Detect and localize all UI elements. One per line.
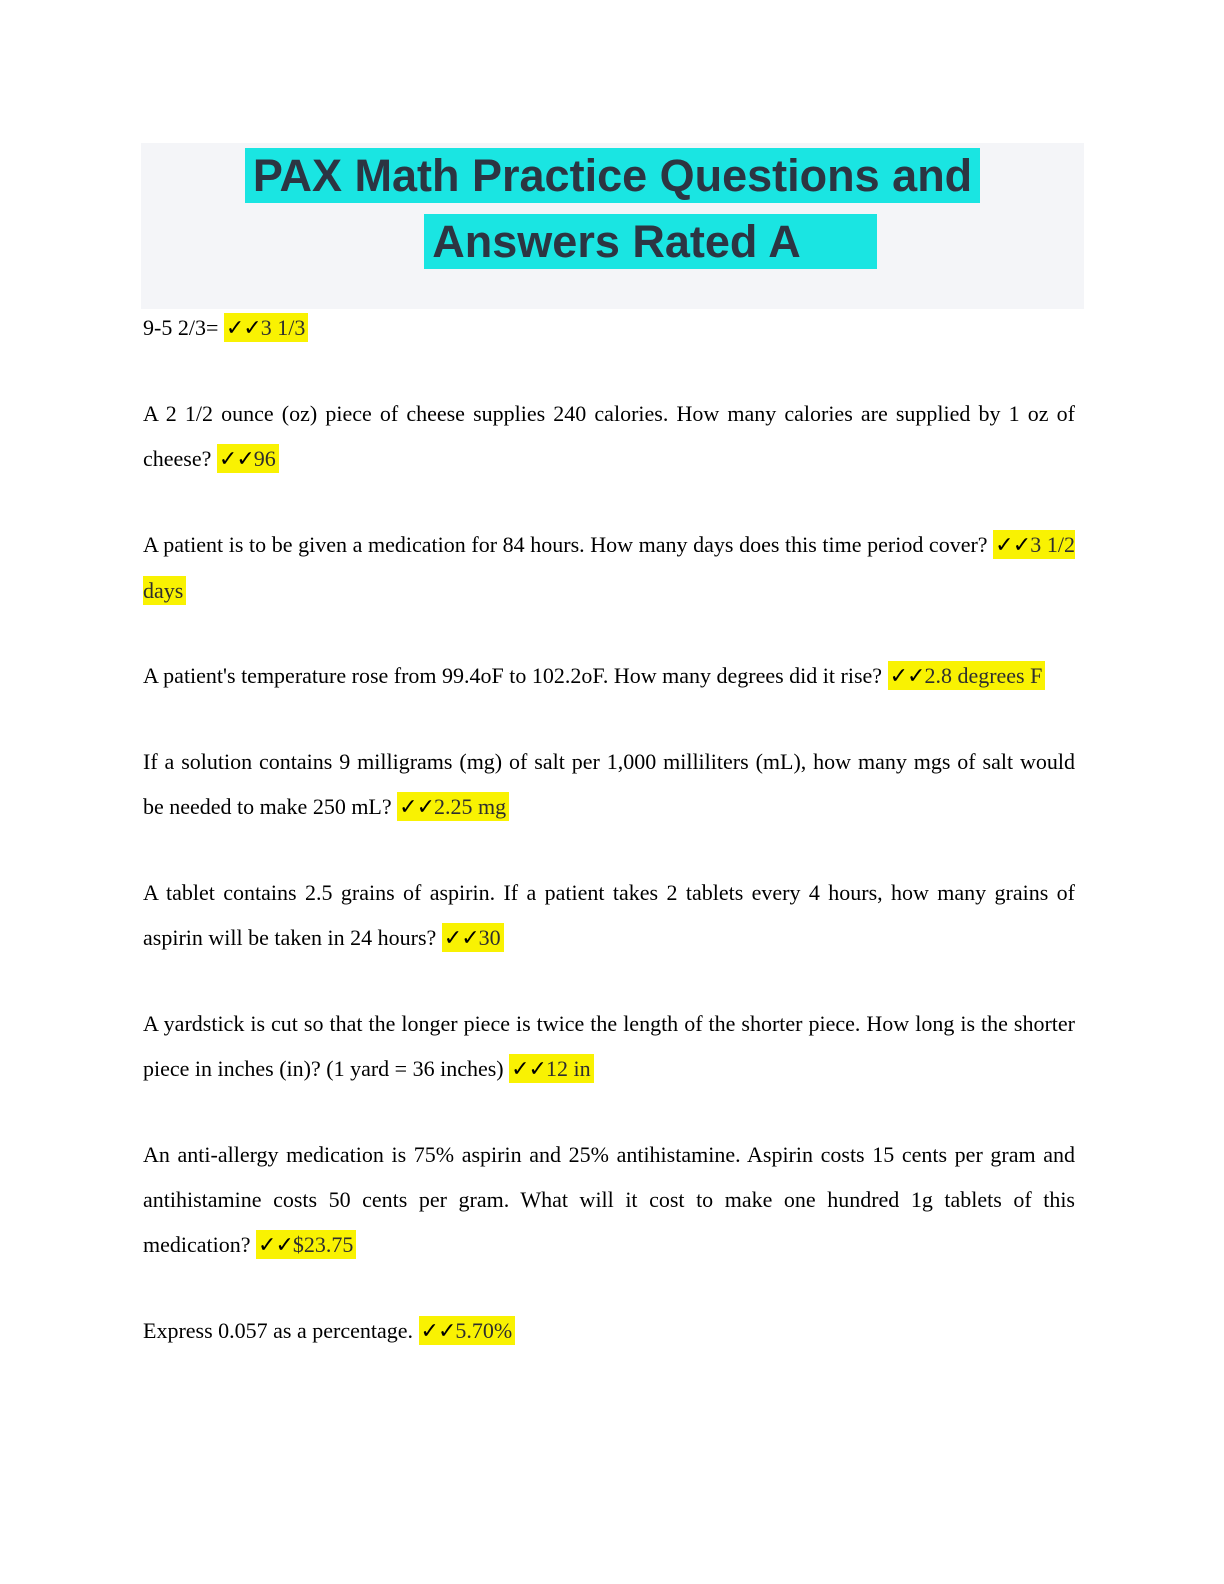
answer-text: 12 in bbox=[545, 1056, 591, 1081]
answer-highlight: ✓✓30 bbox=[441, 923, 504, 952]
answer-highlight: ✓✓5.70% bbox=[418, 1316, 516, 1345]
answer-text: 96 bbox=[253, 446, 276, 471]
title-line-1: PAX Math Practice Questions and bbox=[244, 148, 981, 203]
question-paragraph: If a solution contains 9 milligrams (mg)… bbox=[143, 739, 1075, 830]
question-paragraph: An anti-allergy medication is 75% aspiri… bbox=[143, 1132, 1075, 1268]
answer-highlight: ✓✓2.8 degrees F bbox=[887, 661, 1046, 690]
question-paragraph: 9-5 2/3= ✓✓3 1/3 bbox=[143, 305, 1075, 351]
double-check-icon: ✓✓ bbox=[995, 533, 1031, 558]
question-paragraph: A tablet contains 2.5 grains of aspirin.… bbox=[143, 870, 1075, 961]
answer-text: 3 1/2 days bbox=[143, 532, 1075, 603]
question-text: 9-5 2/3= bbox=[143, 315, 224, 340]
question-paragraph: A 2 1/2 ounce (oz) piece of cheese suppl… bbox=[143, 391, 1075, 482]
answer-highlight: ✓✓96 bbox=[216, 444, 279, 473]
question-paragraph: A patient is to be given a medication fo… bbox=[143, 522, 1075, 613]
question-text: If a solution contains 9 milligrams (mg)… bbox=[143, 749, 1075, 819]
question-text: Express 0.057 as a percentage. bbox=[143, 1318, 419, 1343]
question-text: A 2 1/2 ounce (oz) piece of cheese suppl… bbox=[143, 401, 1075, 471]
question-paragraph: A yardstick is cut so that the longer pi… bbox=[143, 1001, 1075, 1092]
answer-text: 3 1/3 bbox=[260, 315, 306, 340]
double-check-icon: ✓✓ bbox=[889, 664, 926, 689]
question-text: A patient is to be given a medication fo… bbox=[143, 532, 994, 557]
double-check-icon: ✓✓ bbox=[443, 926, 480, 951]
answer-highlight: ✓✓$23.75 bbox=[256, 1230, 357, 1259]
answer-highlight: ✓✓3 1/3 bbox=[223, 313, 309, 342]
double-check-icon: ✓✓ bbox=[399, 795, 435, 820]
answer-text: $23.75 bbox=[292, 1232, 354, 1257]
title-line-2: Answers Rated A bbox=[424, 214, 877, 269]
question-text: A yardstick is cut so that the longer pi… bbox=[143, 1011, 1075, 1081]
double-check-icon: ✓✓ bbox=[420, 1319, 457, 1344]
question-text: A patient's temperature rose from 99.4oF… bbox=[143, 663, 888, 688]
answer-highlight: ✓✓2.25 mg bbox=[397, 792, 510, 821]
double-check-icon: ✓✓ bbox=[511, 1057, 547, 1082]
double-check-icon: ✓✓ bbox=[225, 316, 262, 341]
answer-text: 30 bbox=[478, 925, 501, 950]
answer-text: 5.70% bbox=[455, 1318, 513, 1343]
answer-text: 2.8 degrees F bbox=[924, 663, 1043, 688]
question-text: A tablet contains 2.5 grains of aspirin.… bbox=[143, 880, 1075, 950]
double-check-icon: ✓✓ bbox=[258, 1233, 294, 1258]
question-paragraph: Express 0.057 as a percentage. ✓✓5.70% bbox=[143, 1308, 1075, 1354]
double-check-icon: ✓✓ bbox=[218, 447, 255, 472]
question-paragraph: A patient's temperature rose from 99.4oF… bbox=[143, 653, 1075, 699]
answer-highlight: ✓✓12 in bbox=[509, 1054, 594, 1083]
answer-text: 2.25 mg bbox=[434, 794, 507, 819]
question-text: An anti-allergy medication is 75% aspiri… bbox=[143, 1142, 1075, 1257]
